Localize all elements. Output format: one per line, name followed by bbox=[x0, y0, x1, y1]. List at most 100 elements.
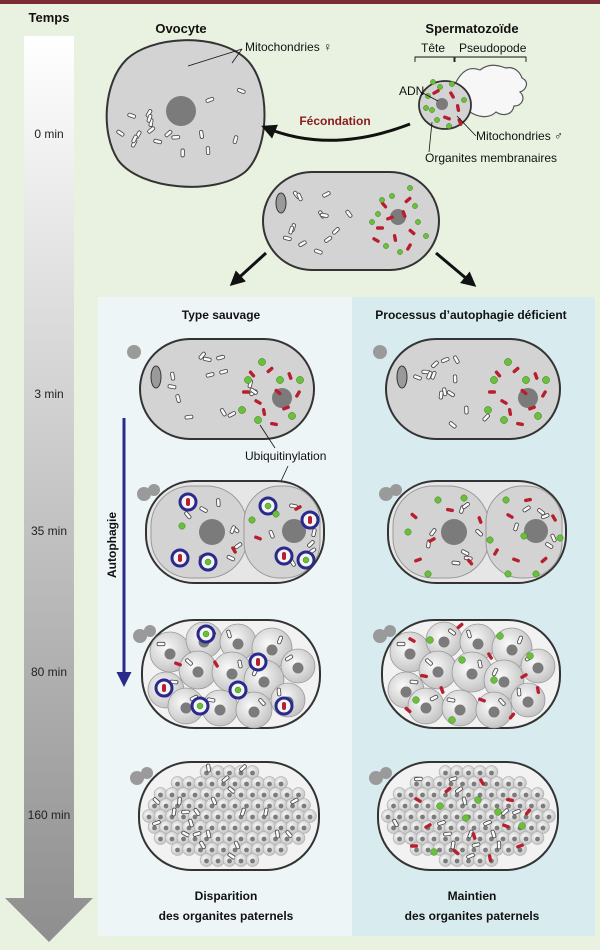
membranous-organelle bbox=[407, 185, 413, 191]
paternal-mitochondrion bbox=[270, 421, 278, 427]
paternal-mitochondrion bbox=[540, 556, 548, 564]
blastomere-nucleus bbox=[448, 825, 454, 831]
paternal-mitochondrion bbox=[414, 557, 422, 563]
membranous-organelle bbox=[534, 412, 542, 420]
blastomere-nucleus bbox=[198, 803, 203, 809]
blastomere-nucleus bbox=[500, 836, 506, 842]
wild-footer-line1: Disparition bbox=[195, 889, 258, 903]
blastomere-nucleus bbox=[500, 814, 506, 820]
maternal-mitochondrion bbox=[237, 87, 246, 94]
polar-body bbox=[133, 629, 147, 643]
membranous-organelle bbox=[461, 97, 467, 103]
blastomere-nucleus bbox=[258, 676, 270, 688]
sperm-pseudopod-label: Pseudopode bbox=[459, 41, 527, 55]
blastomere-nucleus bbox=[181, 792, 186, 798]
blastomere-nucleus bbox=[250, 858, 255, 864]
membranous-organelle bbox=[484, 406, 492, 414]
oocyte: Ovocyte Mitochondries ♀ bbox=[105, 21, 332, 188]
blastomere-nucleus bbox=[506, 781, 511, 787]
paternal-mitochondrion bbox=[380, 201, 388, 209]
blastomere-nucleus bbox=[489, 814, 494, 820]
membranous-organelle bbox=[462, 814, 470, 822]
oocyte-nucleus bbox=[166, 96, 196, 126]
blastomere-nucleus bbox=[437, 781, 442, 787]
maternal-mitochondrion bbox=[127, 112, 136, 119]
timeline-tick-160: 160 min bbox=[28, 808, 71, 822]
blastomere-nucleus bbox=[227, 814, 232, 820]
membranous-organelle bbox=[258, 358, 266, 366]
maternal-mitochondrion bbox=[425, 658, 433, 666]
membranous-organelle bbox=[429, 107, 435, 113]
paternal-mitochondrion bbox=[406, 243, 412, 251]
deficient-80min-embryo bbox=[373, 619, 561, 729]
membranous-organelle bbox=[448, 716, 456, 724]
timeline-title: Temps bbox=[29, 10, 70, 25]
paternal-mitochondrion bbox=[506, 797, 514, 803]
blastomere-nucleus bbox=[238, 836, 244, 842]
branch-arrow-right bbox=[435, 251, 477, 287]
maternal-mitochondrion bbox=[446, 697, 456, 703]
paternal-mitochondrion bbox=[401, 210, 407, 218]
polar-body bbox=[380, 767, 392, 779]
maternal-mitochondrion bbox=[198, 351, 206, 360]
maternal-mitochondrion bbox=[516, 687, 522, 697]
paternal-mitochondrion bbox=[242, 390, 250, 394]
fecondation: Fécondation bbox=[261, 114, 411, 142]
maternal-mitochondrion bbox=[164, 129, 173, 138]
blastomere-nucleus bbox=[169, 836, 175, 842]
blastomere-nucleus bbox=[250, 814, 255, 820]
blastomere-nucleus bbox=[301, 803, 307, 809]
blastomere-nucleus bbox=[425, 847, 431, 853]
maternal-mitochondrion bbox=[193, 807, 201, 817]
maternal-mitochondrion bbox=[181, 809, 190, 815]
deficient-footer-line1: Maintien bbox=[448, 889, 497, 903]
paternal-mitochondrion bbox=[174, 661, 182, 667]
wild-type-80min-embryo bbox=[133, 619, 321, 729]
blastomere-nucleus bbox=[232, 825, 238, 831]
membranous-organelle bbox=[234, 686, 242, 694]
blastomere-nucleus bbox=[489, 770, 494, 776]
blastomere-nucleus bbox=[512, 836, 517, 842]
maternal-mitochondrion bbox=[234, 542, 243, 550]
blastomere-nucleus bbox=[221, 781, 226, 787]
maternal-mitochondrion bbox=[170, 371, 176, 381]
paternal-mitochondrion bbox=[261, 408, 267, 416]
membranous-organelle bbox=[504, 358, 512, 366]
maternal-mitochondrion bbox=[448, 776, 458, 782]
maternal-mitochondrion bbox=[147, 126, 156, 134]
wild-type-160min-embryo bbox=[130, 761, 320, 871]
paternal-mitochondrion bbox=[551, 514, 557, 522]
blastomere-nucleus bbox=[540, 803, 546, 809]
blastomere-nucleus bbox=[506, 644, 518, 656]
blastomere-nucleus bbox=[261, 836, 267, 842]
engulfed-mitochondrion bbox=[308, 516, 312, 524]
maternal-mitochondrion bbox=[277, 635, 283, 645]
blastomere-nucleus bbox=[146, 814, 152, 820]
blastomere-nucleus bbox=[158, 792, 163, 798]
membranous-organelle bbox=[518, 822, 526, 830]
maternal-mitochondrion bbox=[466, 853, 475, 859]
blastomere-nucleus bbox=[180, 702, 192, 714]
maternal-mitochondrion bbox=[156, 641, 166, 647]
membranous-organelle bbox=[254, 416, 262, 424]
membranous-organelle bbox=[460, 494, 468, 502]
blastomere-nucleus bbox=[454, 858, 460, 864]
maternal-mitochondrion bbox=[268, 529, 275, 539]
blastomere-nucleus bbox=[408, 814, 414, 820]
membranous-organelle bbox=[522, 376, 530, 384]
zygote-cell bbox=[262, 171, 440, 271]
membranous-organelle bbox=[430, 848, 438, 856]
blastomere-nucleus bbox=[232, 803, 238, 809]
blastomere-nucleus bbox=[483, 847, 488, 853]
blastomere-nucleus bbox=[267, 847, 272, 853]
blastomere-nucleus bbox=[158, 836, 163, 842]
blastomere-nucleus bbox=[420, 702, 432, 714]
blastomere-nucleus bbox=[273, 792, 278, 798]
paternal-mitochondrion bbox=[392, 234, 398, 242]
membranous-organelle bbox=[302, 556, 310, 564]
maternal-mitochondrion bbox=[205, 372, 215, 378]
maternal-mitochondrion bbox=[146, 114, 153, 123]
maternal-mitochondrion bbox=[275, 829, 280, 839]
blastomere-nucleus bbox=[232, 847, 238, 853]
sperm-organelles-label: Organites membranaires bbox=[425, 151, 557, 165]
